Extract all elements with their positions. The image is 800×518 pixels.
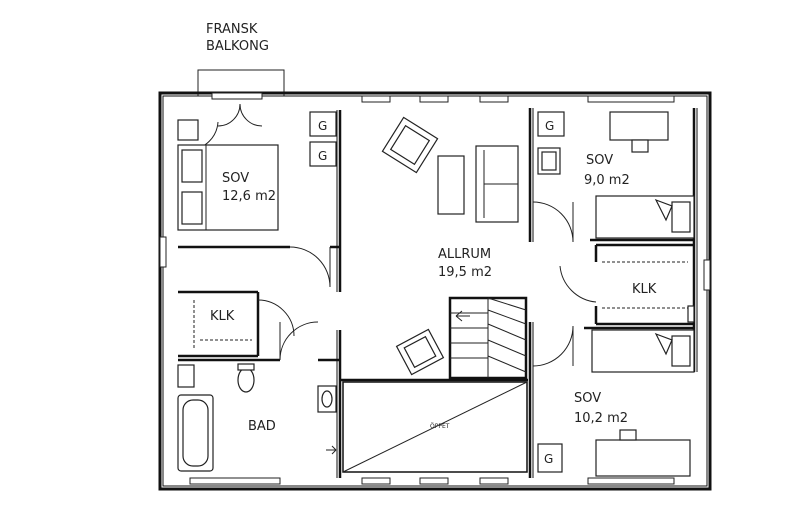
- armchair-top: [381, 116, 439, 174]
- room-sov-bottom-right-area: 10,2 m2: [574, 411, 628, 426]
- sink: [317, 385, 337, 413]
- cabinet-bottom-right: G: [537, 443, 563, 473]
- closet-rail-right: [602, 261, 695, 323]
- desk-top-right: [609, 111, 669, 153]
- bath-shelf: [177, 364, 195, 388]
- coffee-table: [437, 155, 465, 215]
- chair-top-right: [537, 147, 561, 175]
- room-allrum-name: ALLRUM: [438, 247, 491, 262]
- windows-top: [211, 92, 675, 103]
- room-allrum-area: 19,5 m2: [438, 265, 492, 280]
- armchair-bottom: [395, 328, 445, 376]
- sofa: [475, 145, 519, 223]
- cabinet-top-right: G: [537, 111, 565, 137]
- balcony-label-line2: BALKONG: [206, 39, 269, 54]
- room-sov-left-name: SOV: [222, 171, 249, 186]
- cabinet-left-1: G: [309, 111, 337, 137]
- wardrobe-left: [177, 119, 199, 141]
- staircase: [448, 296, 528, 380]
- cabinet-label: G: [318, 119, 327, 133]
- room-sov-bottom-right-name: SOV: [574, 391, 601, 406]
- window-left: [159, 236, 167, 268]
- french-balcony: FRANSK BALKONG: [197, 22, 285, 97]
- towel-rail: [326, 445, 337, 455]
- toilet: [237, 363, 255, 393]
- open-void-label: ÖPPET: [430, 423, 450, 430]
- interior-walls: [178, 108, 698, 478]
- bed-left: [177, 144, 279, 231]
- room-klk-left-name: KLK: [210, 309, 235, 324]
- room-klk-right-name: KLK: [632, 282, 657, 297]
- cabinet-left-2: G: [309, 141, 337, 167]
- desk-bottom-right: [595, 429, 691, 477]
- cabinet-label: G: [318, 149, 327, 163]
- open-void: ÖPPET: [342, 381, 528, 473]
- windows-bottom: [189, 477, 675, 485]
- room-bad-name: BAD: [248, 419, 276, 434]
- bed-top-right: [595, 195, 695, 239]
- balcony-label-line1: FRANSK: [206, 22, 258, 37]
- cabinet-label: G: [544, 452, 553, 466]
- bathtub: [177, 394, 214, 472]
- room-sov-left-area: 12,6 m2: [222, 189, 276, 204]
- room-sov-top-right-name: SOV: [586, 153, 613, 168]
- room-sov-top-right-area: 9,0 m2: [584, 173, 630, 188]
- window-right: [703, 259, 711, 291]
- cabinet-label: G: [545, 119, 554, 133]
- closet-rail-left: [193, 300, 252, 348]
- bed-bottom-right: [591, 329, 695, 373]
